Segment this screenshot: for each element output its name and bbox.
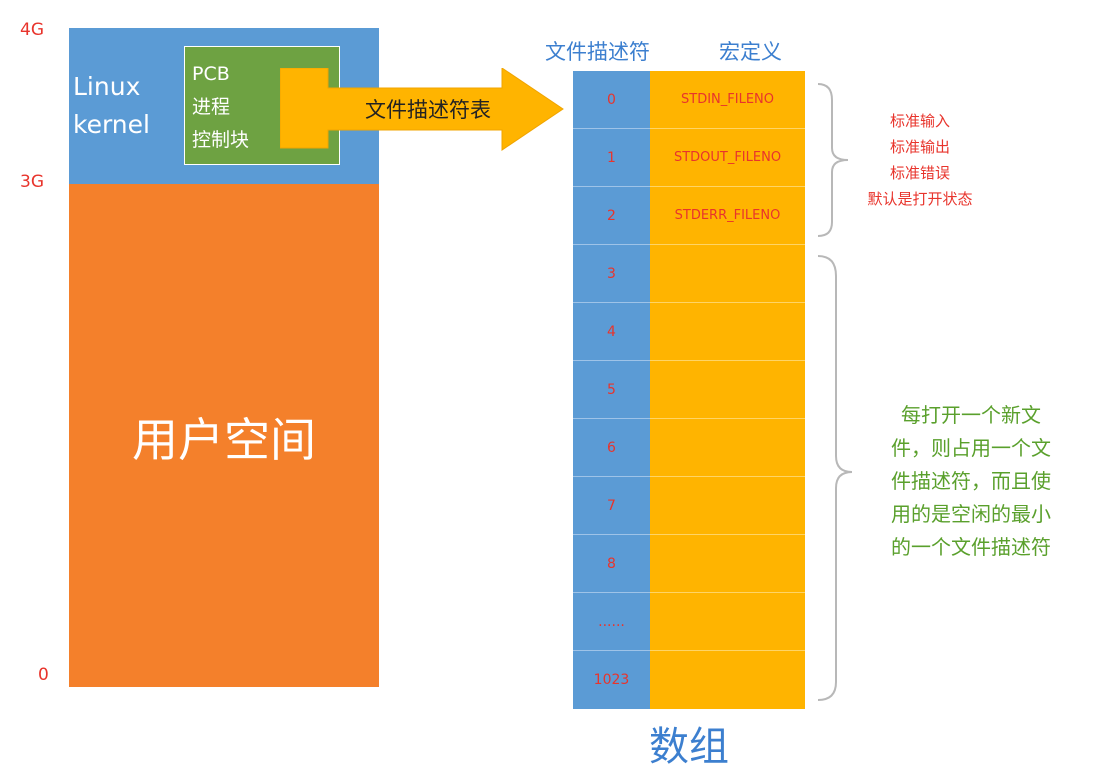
- header-macro: 宏定义: [719, 40, 782, 64]
- fd-cell: ......: [573, 593, 650, 651]
- array-caption: 数组: [649, 724, 729, 770]
- macro-cell: [650, 361, 805, 419]
- macro-cell: [650, 477, 805, 535]
- fd-cell: 5: [573, 361, 650, 419]
- macro-cell: [650, 245, 805, 303]
- allocation-note: 每打开一个新文 件，则占用一个文 件描述符，而且使 用的是空闲的最小 的一个文件…: [891, 403, 1051, 559]
- allocation-brace: [817, 255, 853, 701]
- table-row: 4: [573, 303, 805, 361]
- fd-cell: 4: [573, 303, 650, 361]
- std-streams-note: 标准输入 标准输出 标准错误 默认是打开状态: [867, 112, 973, 208]
- fd-cell: 2: [573, 187, 650, 245]
- fd-cell: 1: [573, 129, 650, 187]
- kernel-label: Linux kernel: [73, 72, 150, 139]
- macro-cell: STDIN_FILENO: [650, 71, 805, 129]
- table-row: ......: [573, 593, 805, 651]
- macro-cell: STDERR_FILENO: [650, 187, 805, 245]
- fd-cell: 0: [573, 71, 650, 129]
- table-row: 3: [573, 245, 805, 303]
- fd-cell: 6: [573, 419, 650, 477]
- fd-cell: 7: [573, 477, 650, 535]
- fd-table-arrow-label: 文件描述符表: [365, 98, 491, 122]
- user-space-label: 用户空间: [132, 413, 316, 467]
- table-row: 8: [573, 535, 805, 593]
- table-row: 5: [573, 361, 805, 419]
- user-space-block: [69, 184, 379, 687]
- fd-table-arrow: [280, 68, 564, 151]
- pcb-label: PCB 进程 控制块: [192, 63, 250, 151]
- table-base: [573, 687, 805, 709]
- memory-label-3g: 3G: [20, 172, 44, 192]
- fd-cell: 8: [573, 535, 650, 593]
- fd-cell: 3: [573, 245, 650, 303]
- header-fd: 文件描述符: [545, 40, 650, 64]
- arrow-shape: [280, 68, 564, 151]
- macro-cell: [650, 419, 805, 477]
- std-streams-brace: [817, 83, 849, 237]
- macro-cell: [650, 303, 805, 361]
- memory-label-4g: 4G: [20, 20, 44, 40]
- macro-cell: [650, 593, 805, 651]
- macro-cell: [650, 535, 805, 593]
- table-row: 7: [573, 477, 805, 535]
- macro-cell: STDOUT_FILENO: [650, 129, 805, 187]
- table-row: 6: [573, 419, 805, 477]
- memory-label-0: 0: [38, 665, 49, 685]
